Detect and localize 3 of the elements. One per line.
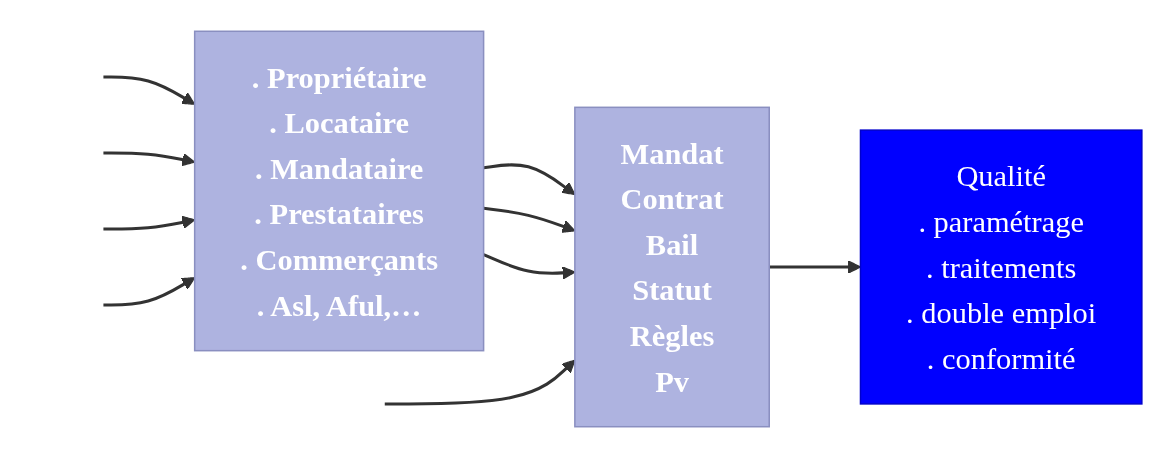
- node-box: . Propriétaire . Locataire . Mandataire . Prestataires . Commerçants . Asl, Aful,…: [193, 30, 485, 352]
- node-box: Mandat Contrat Bail Statut Règles Pv: [574, 106, 770, 428]
- node-box: Qualité . paramétrage . traitements . double emploi . conformité: [859, 129, 1143, 405]
